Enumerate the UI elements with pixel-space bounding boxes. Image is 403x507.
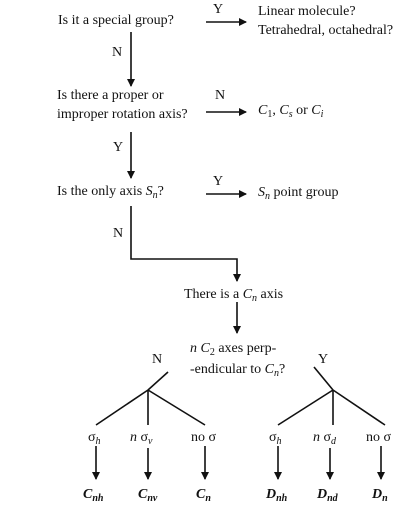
- result-dnh: Dnh: [266, 487, 288, 504]
- fork-no-line: [147, 371, 169, 391]
- left-branch-n-sigma-v: n σv: [130, 430, 153, 447]
- right-tree-branch-left: [277, 389, 334, 426]
- result-cn: Cn: [196, 487, 211, 504]
- left-tree-branch-right: [147, 389, 206, 426]
- right-tree-branch-right: [332, 389, 386, 426]
- only-axis-question: Is the only axis Sn?: [57, 184, 164, 201]
- edge-label-yes: Y: [213, 2, 224, 17]
- only-axis-result: Sn point group: [258, 185, 339, 202]
- edge-label-yes: Y: [213, 174, 224, 189]
- special-group-question: Is it a special group?: [58, 13, 174, 28]
- result-dn: Dn: [372, 487, 388, 504]
- rotation-no-result: C1, Cs or Ci: [258, 103, 324, 120]
- result-cnv: Cnv: [138, 487, 158, 504]
- edge-label-no: N: [152, 352, 163, 367]
- cn-axis-node: There is a Cn axis: [184, 287, 284, 304]
- special-yes-line1: Linear molecule?: [258, 4, 356, 19]
- c2-question-line2: -endicular to Cn?: [190, 362, 286, 379]
- rotation-question-line1: Is there a proper or: [57, 88, 164, 103]
- edge-label-yes: Y: [318, 352, 329, 367]
- c2-question-line1: n C2 axes perp-: [190, 341, 277, 358]
- result-dnd: Dnd: [317, 487, 338, 504]
- right-branch-sigma-h: σh: [269, 430, 282, 447]
- edge-label-no: N: [215, 88, 226, 103]
- result-cnh: Cnh: [83, 487, 104, 504]
- left-branch-no-sigma: no σ: [191, 430, 217, 445]
- left-tree-branch-left: [95, 389, 149, 426]
- left-branch-sigma-h: σh: [88, 430, 101, 447]
- arrow-only-axis-no: [130, 206, 241, 282]
- rotation-question-line2: improper rotation axis?: [57, 107, 188, 122]
- fork-yes-line: [313, 366, 334, 391]
- edge-label-no: N: [113, 226, 124, 241]
- right-branch-no-sigma: no σ: [366, 430, 392, 445]
- edge-label-yes: Y: [113, 140, 124, 155]
- edge-label-no: N: [112, 45, 123, 60]
- special-yes-line2: Tetrahedral, octahedral?: [258, 23, 394, 38]
- right-branch-n-sigma-d: n σd: [313, 430, 337, 447]
